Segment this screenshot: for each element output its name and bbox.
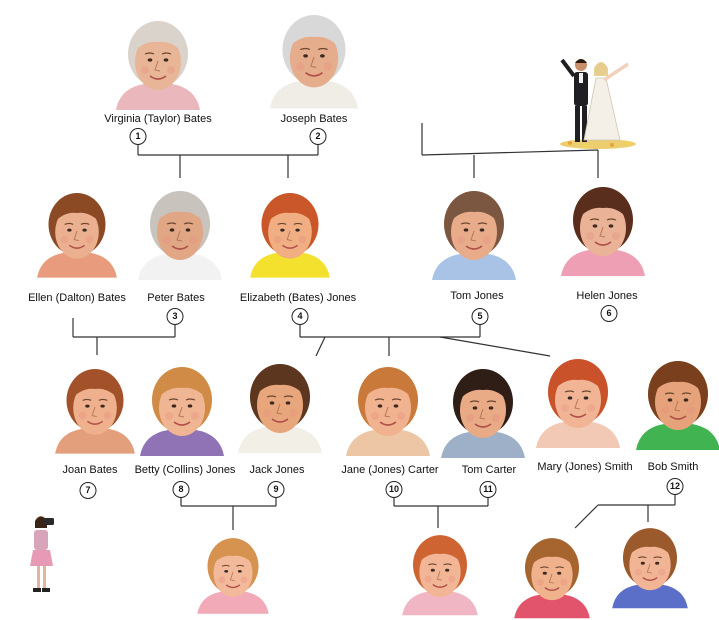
portrait-ellen <box>37 193 117 278</box>
connector <box>315 336 326 357</box>
connector <box>421 149 599 156</box>
badge-3: 3 <box>166 308 184 325</box>
name-mary: Mary (Jones) Smith <box>537 461 633 473</box>
portrait-mary <box>536 359 620 448</box>
portrait-child-mary-1 <box>514 538 590 619</box>
portrait-elizabeth <box>250 193 330 278</box>
badge-8: 8 <box>172 481 190 498</box>
badge-7: 7 <box>79 482 97 499</box>
portrait-peter <box>138 191 222 280</box>
badge-2: 2 <box>309 128 327 145</box>
portrait-betty <box>140 367 224 456</box>
photographer-figure <box>30 516 54 592</box>
portrait-child-mary-2 <box>612 528 688 609</box>
name-virginia: Virginia (Taylor) Bates <box>104 113 212 125</box>
portrait-jane <box>346 367 430 456</box>
name-tom-jones: Tom Jones <box>450 290 504 302</box>
name-helen: Helen Jones <box>576 290 638 302</box>
portrait-jack <box>238 364 322 453</box>
badge-4: 4 <box>291 308 309 325</box>
portrait-virginia <box>116 21 200 110</box>
portrait-tom-jones <box>432 191 516 280</box>
name-tom-carter: Tom Carter <box>461 464 517 476</box>
name-jack: Jack Jones <box>249 464 305 476</box>
connector <box>574 504 599 529</box>
badge-5: 5 <box>471 308 489 325</box>
portrait-child-jack <box>197 538 269 614</box>
portrait-joan <box>55 369 135 454</box>
badge-12: 12 <box>666 478 684 495</box>
name-elizabeth: Elizabeth (Bates) Jones <box>239 292 357 304</box>
name-ellen: Ellen (Dalton) Bates <box>28 292 126 304</box>
portrait-tom-carter <box>441 369 525 458</box>
badge-1: 1 <box>129 128 147 145</box>
name-joan: Joan Bates <box>62 464 118 476</box>
name-betty: Betty (Collins) Jones <box>134 464 236 476</box>
name-jane: Jane (Jones) Carter <box>341 464 439 476</box>
wedding-couple-figure <box>560 58 636 149</box>
badge-9: 9 <box>267 481 285 498</box>
badge-10: 10 <box>385 481 403 498</box>
portrait-bob <box>636 361 719 450</box>
badge-6: 6 <box>600 305 618 322</box>
portrait-joseph <box>269 14 359 109</box>
name-bob: Bob Smith <box>647 461 699 473</box>
badge-11: 11 <box>479 481 497 498</box>
name-peter: Peter Bates <box>147 292 205 304</box>
connector <box>439 336 551 357</box>
portrait-child-jane <box>402 535 478 616</box>
portrait-helen <box>561 187 645 276</box>
name-joseph: Joseph Bates <box>280 113 348 125</box>
